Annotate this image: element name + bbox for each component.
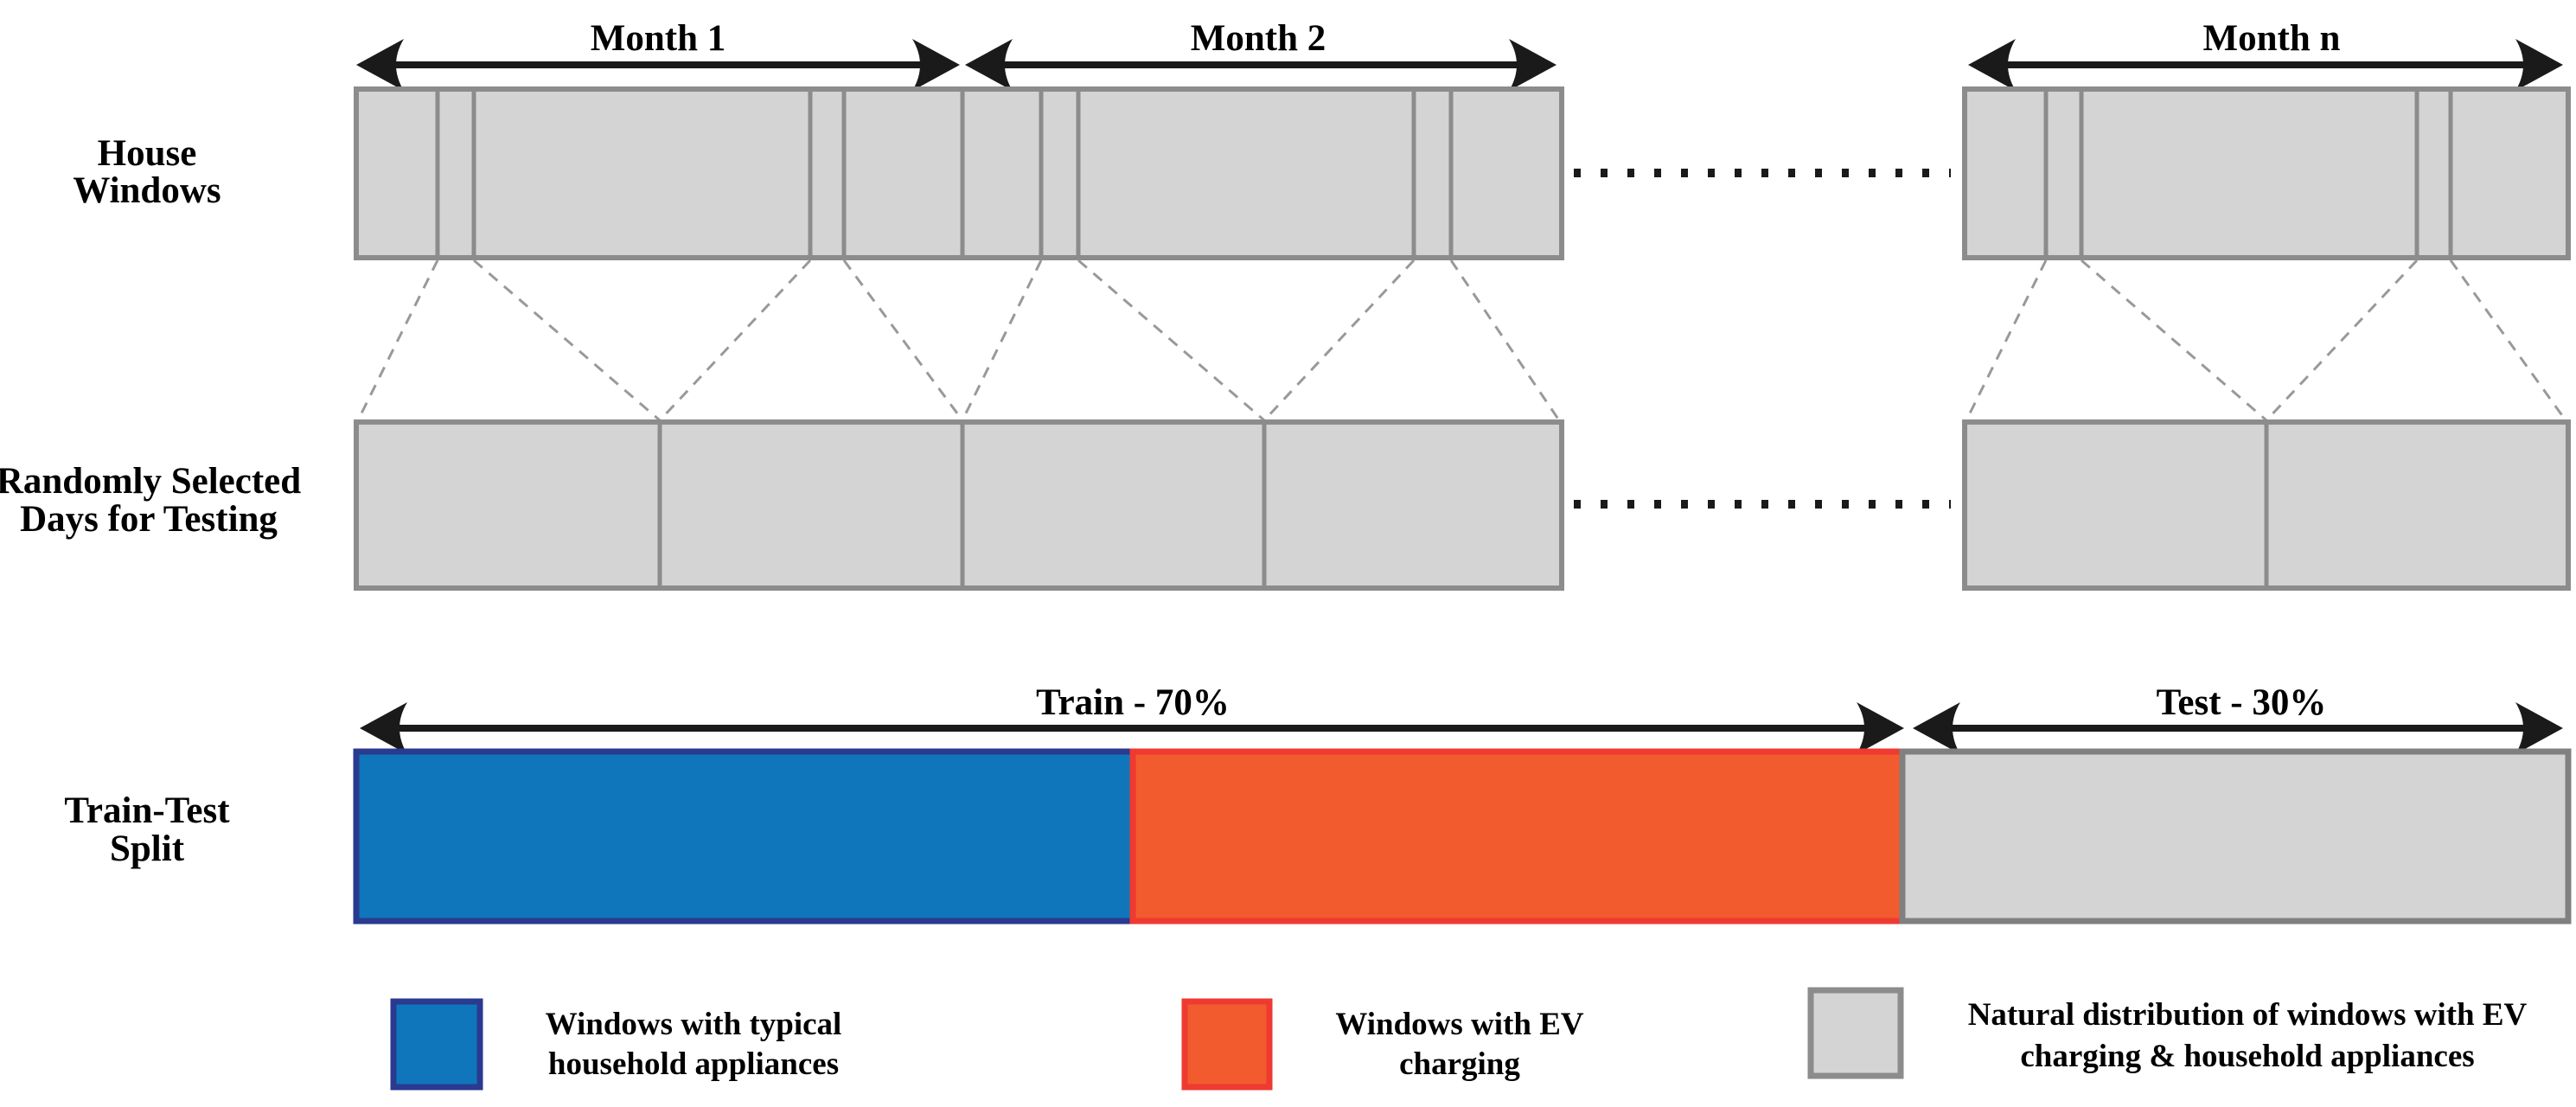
legend: Windows with typical household appliance… [390,987,2528,1091]
train-arrow [360,702,1904,754]
train-test-label-line1: Train-Test [64,790,230,831]
legend-swatch-ev-charging [1181,998,1273,1091]
legend-label-household-line2: household appliances [548,1046,839,1082]
random-days-row: Randomly Selected Days for Testing [0,419,2571,591]
house-windows-label-line1: House [98,133,197,174]
connector-dashed-line [1965,259,2048,421]
connector-dashed-line [1449,259,1561,421]
test-arrow [1913,702,2563,754]
legend-label-household-line1: Windows with typical [546,1007,842,1042]
connector-dashed-line [1262,259,1416,422]
month-n-arrowhead-left [1968,39,2016,91]
train-arrowhead-left [360,702,407,754]
train-70-label: Train - 70% [1036,682,1230,723]
connector-dashed-line [2081,259,2267,422]
test-arrowhead-left [1913,702,1960,754]
train-arrowhead-right [1857,702,1904,754]
month-n-arrowhead-right [2515,39,2563,91]
month-2-arrowhead-left [965,39,1013,91]
connector-dashed-line [961,259,1043,421]
random-days-label-line1: Randomly Selected [0,461,301,502]
month-n-arrow [1968,39,2563,91]
month-1-arrowhead-right [912,39,960,91]
connector-dashed-line [2449,259,2567,421]
month-1-arrowhead-left [356,39,404,91]
train-test-label-line2: Split [110,829,185,869]
month-2-label: Month 2 [1191,18,1326,59]
legend-swatch-natural-distribution [1807,987,1904,1079]
connector-dashed-line [1077,259,1265,422]
test-30-label: Test - 30% [2157,682,2327,723]
house-windows-bar-month-n [1962,86,2571,260]
train-test-row: Train-Test Split Train - 70% Test - 30% [64,682,2572,925]
test-arrowhead-right [2515,702,2563,754]
legend-swatch-household [390,998,483,1091]
month-1-arrow [356,39,960,91]
month-n-label: Month n [2203,18,2341,59]
legend-label-ev-line1: Windows with EV [1335,1007,1583,1042]
connector-dashed-line [658,259,812,422]
month-2-arrow [965,39,1556,91]
connector-dashed-line [2265,259,2419,422]
month-arrows: Month 1 Month 2 Month n [356,18,2563,91]
house-windows-label-line2: Windows [73,170,221,211]
house-window-dividers [435,92,2453,255]
house-windows-row: House Windows Month 1 Month 2 Month n [73,18,2571,260]
legend-label-natural-line1: Natural distribution of windows with EV [1968,997,2528,1033]
split-segment-household [353,748,1136,925]
connector-dashed-line [473,259,661,422]
random-days-label-line2: Days for Testing [20,499,278,540]
connector-dashed-line [842,259,964,421]
legend-label-natural-line2: charging & household appliances [2020,1039,2474,1074]
split-segment-natural-distribution [1899,748,2572,925]
connector-dashed-line [356,259,439,421]
legend-label-ev-line2: charging [1399,1046,1520,1082]
month-1-label: Month 1 [591,18,725,59]
zoom-connector-lines [356,259,2567,422]
month-2-arrowhead-right [1509,39,1556,91]
random-days-bar-months-1-2 [354,419,1564,591]
random-days-dividers [657,425,2269,585]
split-segment-ev-charging [1129,748,1906,925]
house-windows-bar-months-1-2 [354,86,1564,260]
